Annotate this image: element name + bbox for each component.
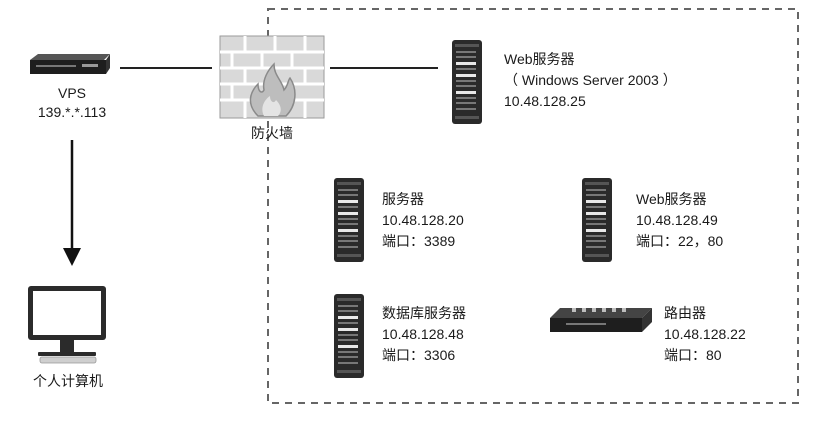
computer-monitor-icon: [28, 286, 106, 364]
web-server-2-name: Web服务器: [636, 191, 707, 207]
internal-network-boundary: [267, 8, 799, 404]
server-tower-icon: [334, 294, 364, 378]
db-server-ip: 10.48.128.48: [382, 326, 464, 342]
server-ip: 10.48.128.20: [382, 212, 464, 228]
vps-device-icon: [30, 54, 110, 74]
server-tower-icon: [334, 178, 364, 262]
firewall-icon: [219, 35, 325, 119]
router-port: 端口：80: [664, 347, 722, 363]
server-name: 服务器: [382, 191, 424, 207]
firewall-label: 防火墙: [251, 125, 293, 141]
db-server-name: 数据库服务器: [382, 305, 466, 321]
vps-name: VPS: [57, 85, 86, 101]
router-ip: 10.48.128.22: [664, 326, 746, 342]
vps-to-pc-arrow: [63, 140, 81, 266]
pc-label: 个人计算机: [33, 373, 103, 389]
server-tower-icon: [582, 178, 612, 262]
router-icon: [550, 308, 652, 332]
router-name: 路由器: [664, 305, 706, 321]
db-server-port: 端口：3306: [382, 347, 456, 363]
web-server-2-port: 端口：22，80: [636, 233, 724, 249]
server-port: 端口：3389: [382, 233, 456, 249]
web-server-main-ip: 10.48.128.25: [504, 93, 586, 109]
web-server-main-os: （ Windows Server 2003 ）: [504, 72, 677, 88]
web-server-2-ip: 10.48.128.49: [636, 212, 718, 228]
server-tower-icon: [452, 40, 482, 124]
web-server-main-name: Web服务器: [504, 51, 575, 67]
vps-ip: 139.*.*.113: [37, 104, 107, 120]
